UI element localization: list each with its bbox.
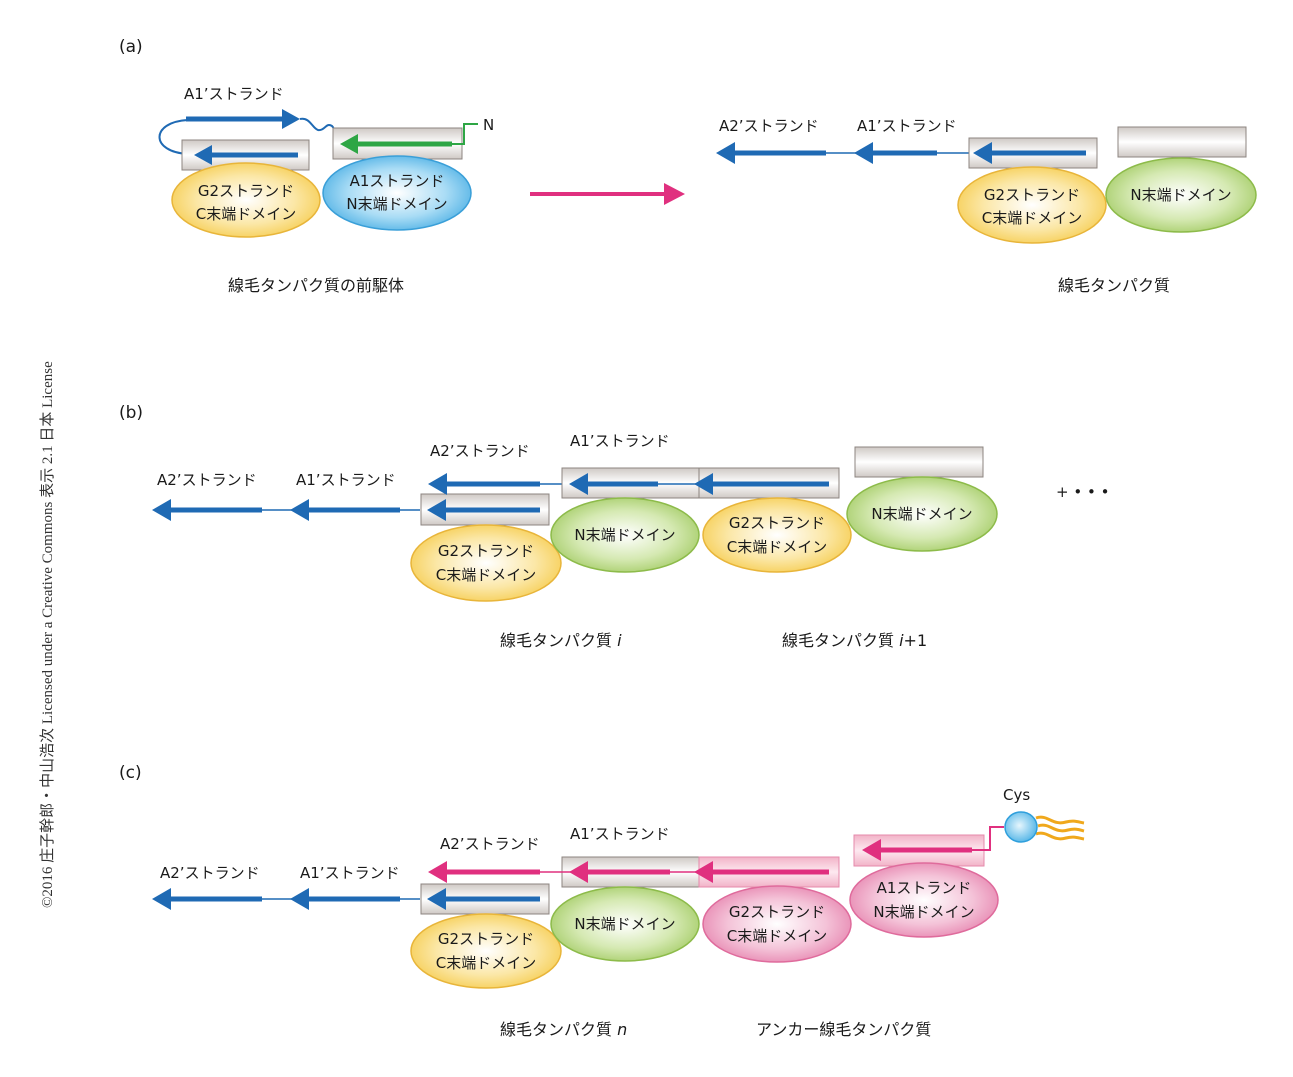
lipid-tail-icon [1035,815,1085,841]
g2-c-terminal-domain [171,162,321,238]
panel-c: (c) A2’ストランド A1’ストランド A2’ストランド A1’ストランド … [119,763,1085,1039]
caption-protein-i-plus-1: 線毛タンパク質 i+1 [782,631,927,650]
cys-linker [972,826,1004,851]
caption-text: 線毛タンパク質 [500,1020,617,1039]
arrowhead-left [152,888,171,910]
arrowhead-left [716,142,735,164]
transition-arrow [530,183,685,205]
mature-caption: 線毛タンパク質 [1058,276,1170,295]
domain-line-2: C末端ドメイン [436,566,536,584]
domain-label: N末端ドメイン [871,505,972,523]
a1prime-strand-label: A1’ストランド [300,864,400,882]
anchor-a1-n-terminal-domain [849,862,999,938]
arrowhead-left [694,473,713,495]
arrowhead-left [427,888,446,910]
panel-b: (b) A2’ストランド A1’ストランド A2’ストランド A1’ストランド … [119,403,1109,650]
caption-protein-i: 線毛タンパク質 i [500,631,622,650]
panel-a: (a) A1’ストランド N G2ストランド C末端ドメイン [119,37,1257,295]
domain-line-1: G2ストランド [729,514,825,532]
panel-label-a: (a) [119,37,143,57]
panel-label-b: (b) [119,403,143,423]
domain-label: N末端ドメイン [574,526,675,544]
arrowhead-left [569,861,588,883]
n-terminal-domain [550,497,700,573]
domain-line-2: C末端ドメイン [727,927,827,945]
domain-line-1: G2ストランド [984,186,1080,204]
mature-protein: A2’ストランド A1’ストランド G2ストランド C末端ドメイン N末端ドメイ… [716,117,1257,295]
g2-c-terminal-domain [410,913,562,989]
arrowhead-left [862,839,881,861]
caption-text: 線毛タンパク質 [782,631,899,650]
arrowhead-left [290,888,309,910]
domain-line-2: C末端ドメイン [436,954,536,972]
panel-label-c: (c) [119,763,142,783]
domain-line-2: C末端ドメイン [727,538,827,556]
a1prime-strand-label: A1’ストランド [570,432,670,450]
domain-line-1: G2ストランド [438,930,534,948]
caption-var: i [617,631,622,650]
arrowhead-left [290,499,309,521]
domain-line-1: G2ストランド [438,542,534,560]
a1prime-strand-label: A1’ストランド [184,85,284,103]
g2-c-terminal-domain [410,524,562,602]
precursor-caption: 線毛タンパク質の前駆体 [228,276,404,295]
caption-var: i [899,631,904,650]
precursor-protein: A1’ストランド N G2ストランド C末端ドメイン A1ストランド N末 [158,85,494,295]
arrowhead-left [694,861,713,883]
arrowhead-left [152,499,171,521]
arrowhead-left [569,473,588,495]
g2-c-terminal-domain [702,497,852,573]
domain-line-2: C末端ドメイン [196,205,296,223]
n-terminus-label: N [483,116,494,134]
a2prime-strand-label: A2’ストランド [160,864,260,882]
loop-linker [158,119,189,155]
arrowhead-left [427,499,446,521]
arrowhead-left [854,142,873,164]
arrowhead-left [428,861,447,883]
caption-protein-n: 線毛タンパク質 n [500,1020,627,1039]
a2prime-strand-label: A2’ストランド [430,442,530,460]
copyright-notice: ©2016 庄子幹郎・中山浩次 Licensed under a Creativ… [38,361,56,908]
arrowhead-left [194,145,212,165]
transition-arrowhead [664,183,685,205]
n-terminal-domain [846,476,998,552]
n-terminal-domain [550,886,700,962]
arrowhead-left [973,142,992,164]
empty-strand-box [1117,126,1247,158]
domain-label: N末端ドメイン [1130,186,1231,204]
caption-suffix: +1 [904,631,928,650]
a1prime-strand-label: A1’ストランド [296,471,396,489]
a2prime-strand-label: A2’ストランド [440,835,540,853]
domain-line-2: N末端ドメイン [346,195,447,213]
caption-text: 線毛タンパク質 [500,631,617,650]
domain-line-1: G2ストランド [198,182,294,200]
a2prime-strand-label: A2’ストランド [719,117,819,135]
cys-residue-icon [1004,811,1038,843]
empty-strand-box [854,446,984,478]
domain-line-1: G2ストランド [729,903,825,921]
caption-anchor-protein: アンカー線毛タンパク質 [756,1020,931,1039]
n-terminus-linker [452,123,478,145]
caption-var: n [617,1020,627,1039]
domain-line-2: N末端ドメイン [873,903,974,921]
anchor-g2-c-terminal-domain [702,885,852,963]
a1prime-strand-label: A1’ストランド [570,825,670,843]
a1-n-terminal-domain [322,155,472,231]
arrowhead-left-green [340,134,358,154]
a1prime-strand-label: A1’ストランド [857,117,957,135]
g2-c-terminal-domain [957,166,1107,244]
domain-line-1: A1ストランド [350,172,445,190]
n-terminal-domain [1105,157,1257,233]
cys-label: Cys [1003,786,1030,804]
continuation-mark: + • • • [1056,483,1109,501]
arrowhead-left [428,473,447,495]
domain-line-2: C末端ドメイン [982,209,1082,227]
arrowhead-right [282,109,300,129]
domain-label: N末端ドメイン [574,915,675,933]
domain-line-1: A1ストランド [877,879,972,897]
a2prime-strand-label: A2’ストランド [157,471,257,489]
